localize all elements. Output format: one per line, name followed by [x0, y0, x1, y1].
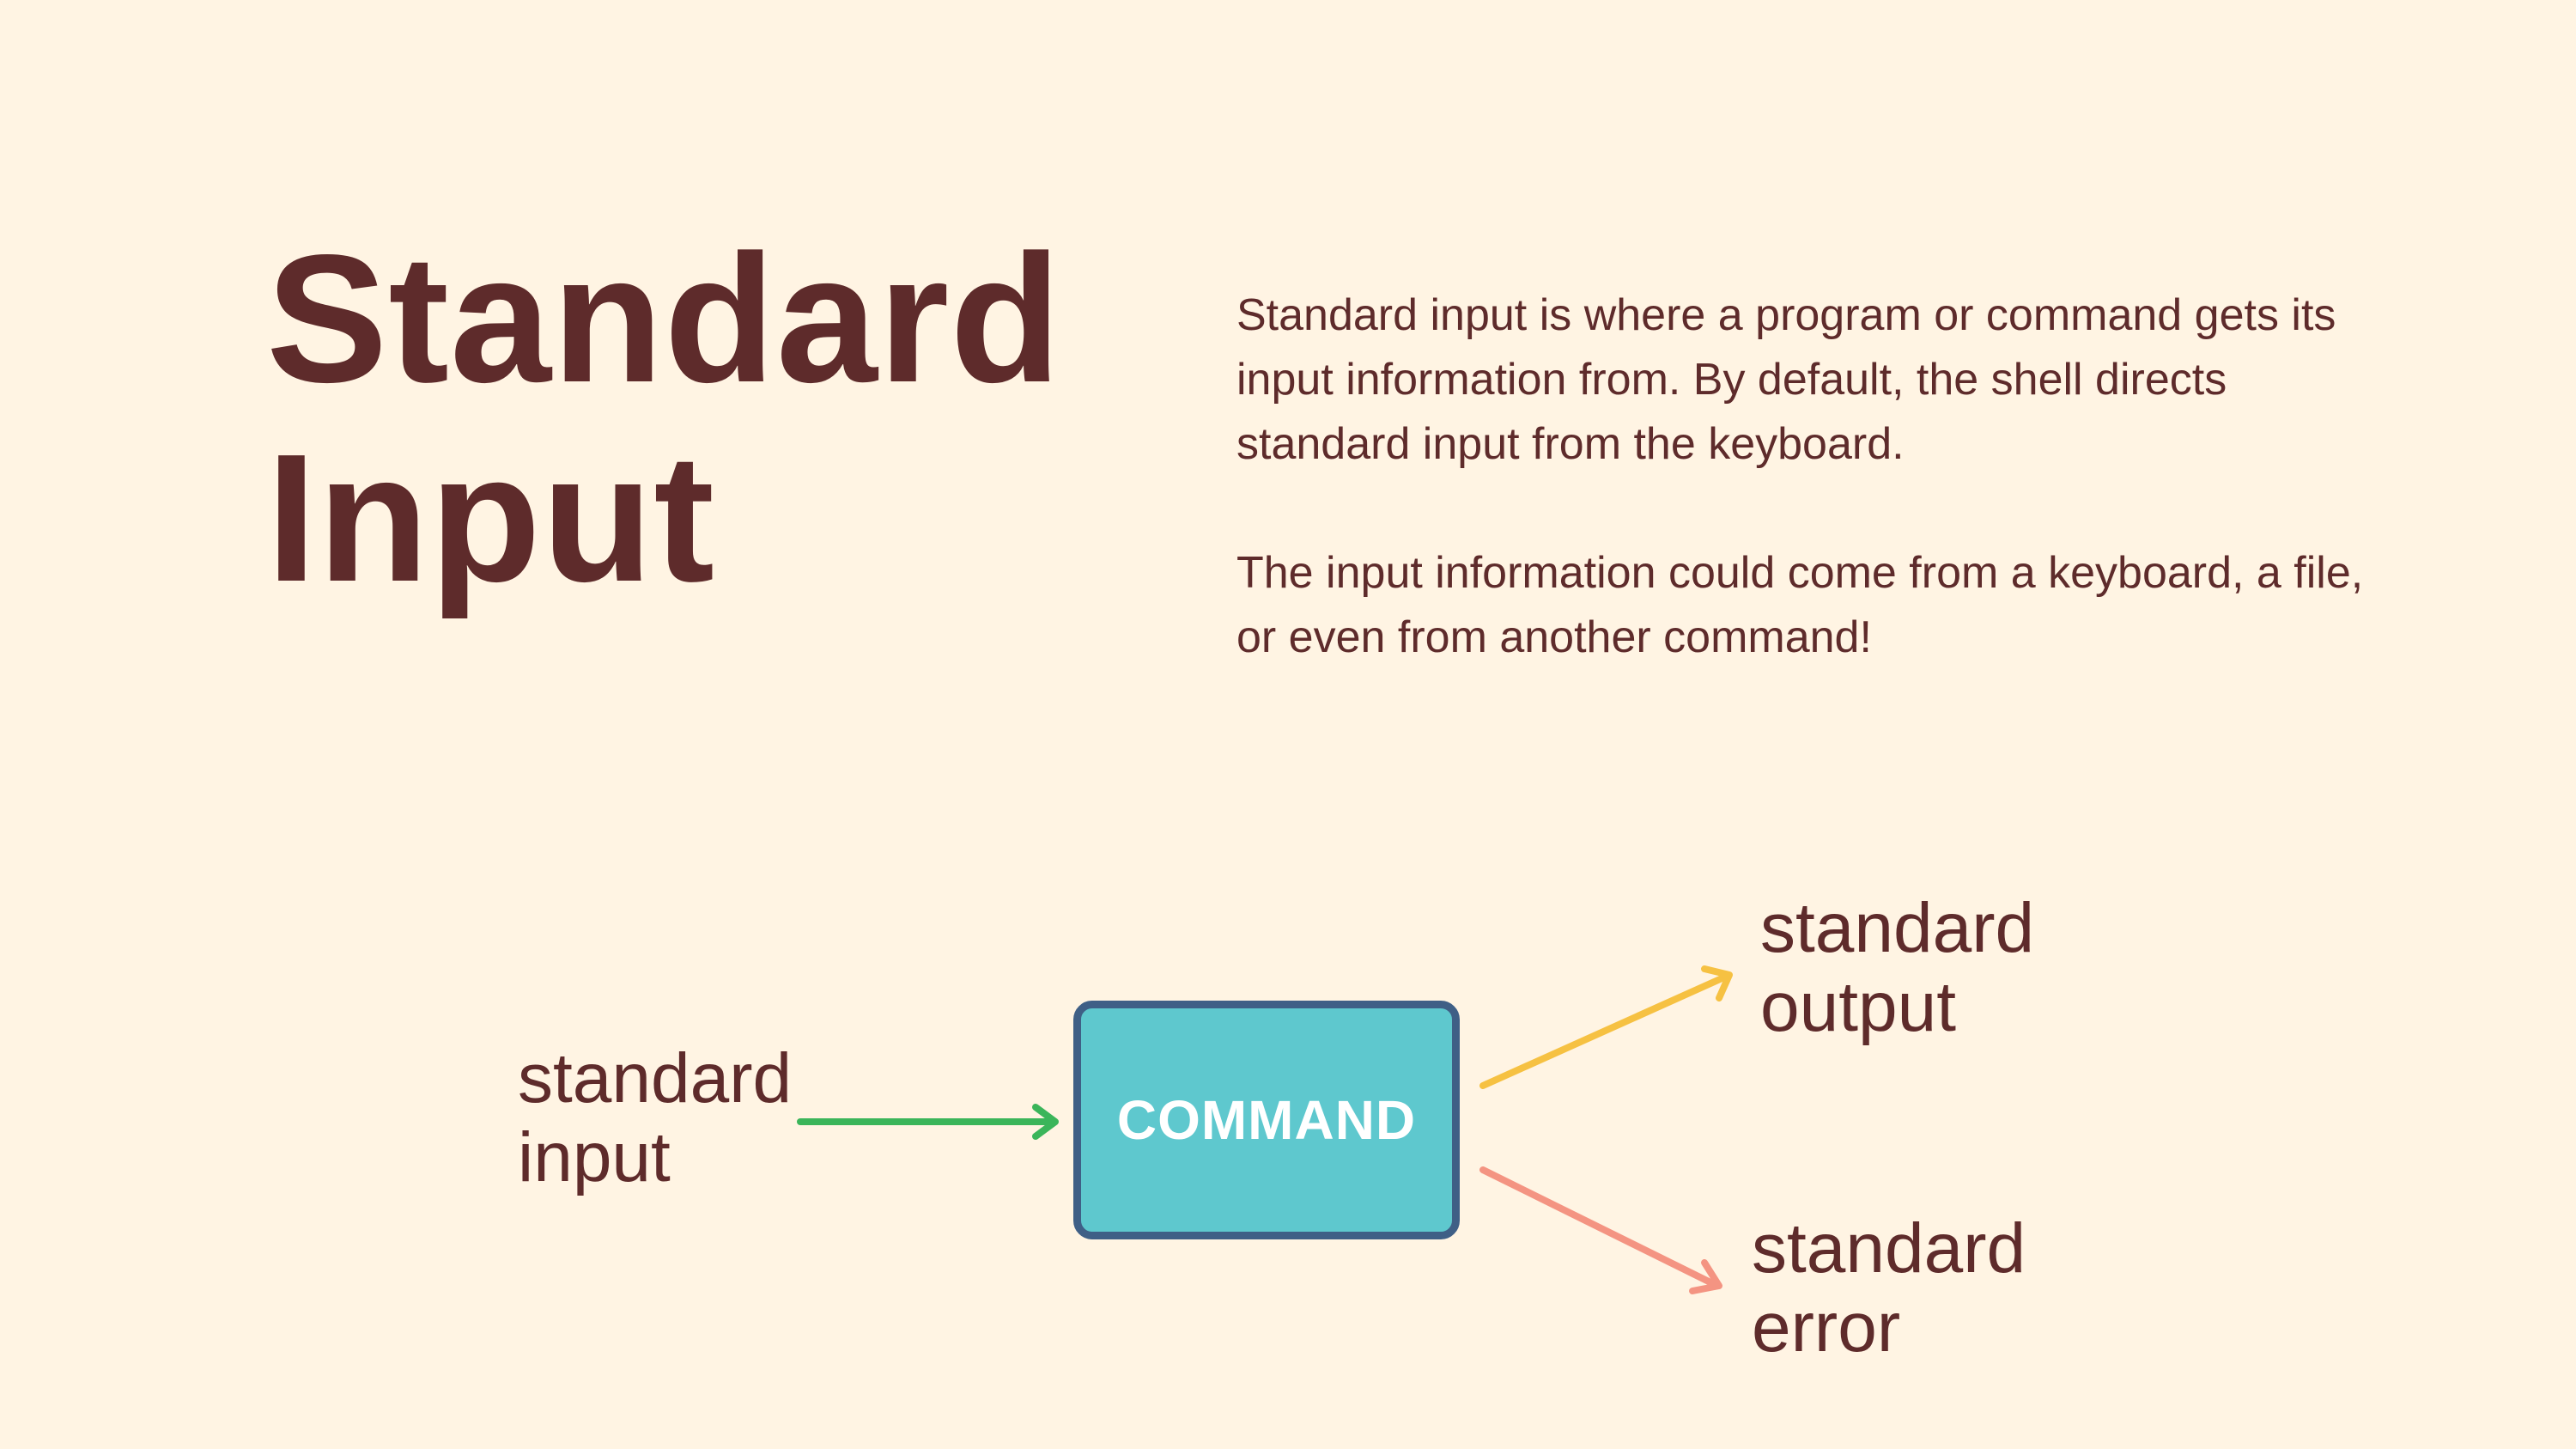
description-paragraph-2: The input information could come from a … — [1236, 548, 2364, 662]
description: Standard input is where a program or com… — [1236, 283, 2379, 670]
command-box: COMMAND — [1073, 1001, 1460, 1239]
error-arrow — [1479, 1166, 1722, 1294]
standard-input-label-line-2: input — [518, 1118, 671, 1196]
title-line-1: Standard — [266, 216, 1062, 420]
standard-error-label-line-2: error — [1752, 1288, 1901, 1367]
standard-input-label: standard input — [518, 1039, 792, 1197]
slide-title: Standard Input — [266, 219, 1062, 618]
input-arrow — [797, 1104, 1059, 1140]
title-line-2: Input — [266, 416, 715, 619]
output-arrow — [1479, 965, 1733, 1089]
standard-output-label: standard output — [1760, 889, 2034, 1047]
command-label: COMMAND — [1116, 1089, 1417, 1151]
description-paragraph-1: Standard input is where a program or com… — [1236, 290, 2336, 469]
standard-output-label-line-1: standard — [1760, 889, 2035, 967]
standard-error-label: standard error — [1752, 1209, 2026, 1367]
standard-error-label-line-1: standard — [1752, 1209, 2026, 1288]
standard-input-label-line-1: standard — [518, 1039, 793, 1117]
standard-output-label-line-2: output — [1760, 968, 1956, 1046]
